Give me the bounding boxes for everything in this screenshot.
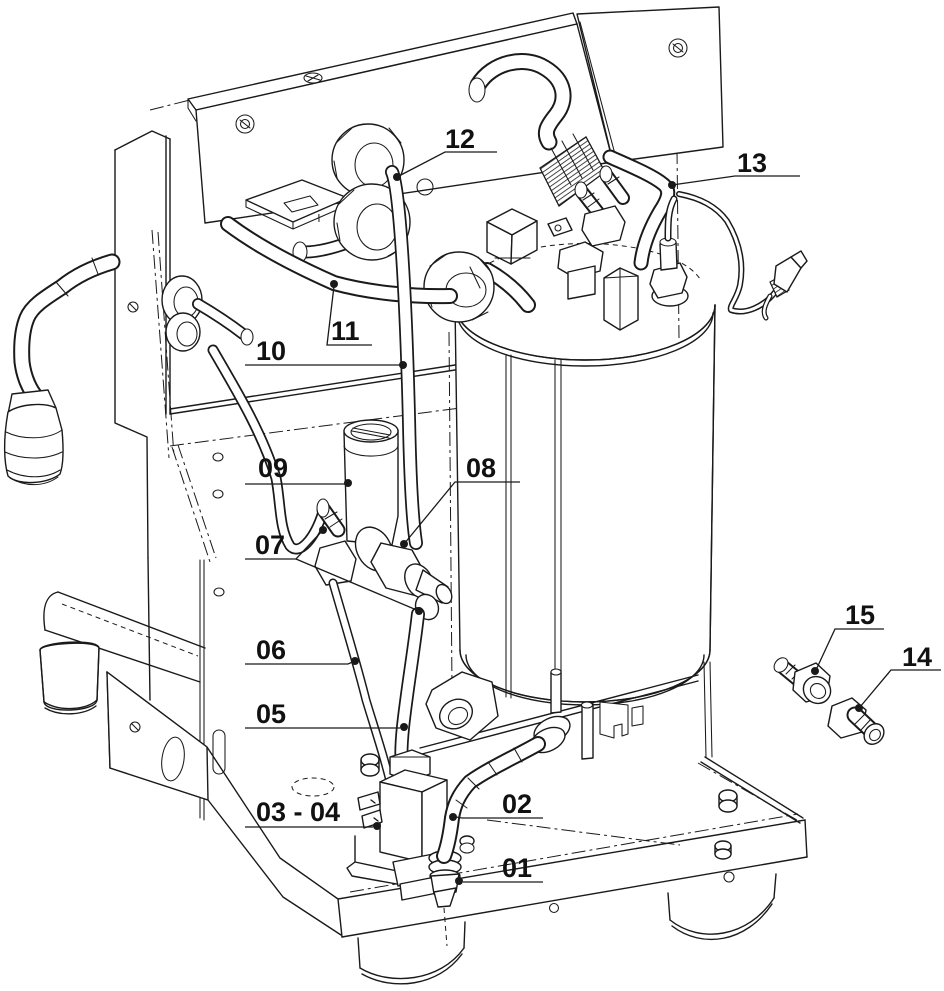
fitting-15: [773, 657, 832, 705]
svg-text:02: 02: [502, 789, 532, 819]
spade-connector-icon: [769, 250, 808, 298]
svg-text:13: 13: [737, 148, 767, 178]
callout-14: 14: [855, 642, 941, 712]
apron-plate: [106, 671, 209, 801]
base-bolts: [360, 753, 738, 860]
panel-slot: [212, 729, 226, 775]
bracket-hole: [416, 178, 434, 196]
svg-text:14: 14: [902, 642, 932, 672]
bracket-screw-right-icon: [668, 38, 688, 58]
base-plate: [39, 591, 808, 985]
element-bracket: [599, 701, 629, 739]
valve-cylinder-09: [343, 419, 399, 546]
boiler-top-fittings: [423, 53, 689, 331]
boiler-elbow-fitting: [423, 251, 536, 323]
svg-text:05: 05: [256, 699, 286, 729]
callout-01: 01: [455, 853, 543, 885]
callout-09: 09: [245, 453, 352, 487]
svg-text:03 - 04: 03 - 04: [256, 797, 340, 827]
callout-12: 12: [393, 124, 497, 181]
heating-element: [468, 53, 606, 207]
probe-fitting: [649, 237, 689, 307]
base-hole-hidden: [291, 777, 335, 797]
left-bulkhead-fittings: [161, 275, 254, 352]
callout-06: 06: [245, 635, 359, 665]
svg-text:06: 06: [256, 635, 286, 665]
callout-13: 13: [668, 148, 800, 189]
callouts: 12 13 11 10 09 08 07: [245, 124, 941, 885]
solenoid-tabs: [357, 791, 383, 829]
left-support-arm: [43, 591, 206, 683]
bracket-screw-top-icon: [303, 72, 323, 84]
callout-15: 15: [811, 600, 884, 675]
expansion-valve: [314, 498, 453, 621]
elbow-fitting-01: [428, 850, 462, 908]
callout-05: 05: [245, 699, 408, 731]
callout-03-04: 03 - 04: [245, 797, 381, 830]
svg-text:01: 01: [502, 853, 532, 883]
callout-11: 11: [326, 280, 372, 346]
probe-wire: [676, 191, 808, 321]
svg-text:09: 09: [258, 453, 288, 483]
callout-10: 10: [245, 336, 407, 369]
center-foot: [357, 921, 466, 985]
safety-valve: [547, 217, 604, 300]
wand-handle: [3, 403, 64, 486]
svg-text:07: 07: [255, 530, 285, 560]
svg-text:11: 11: [331, 316, 360, 346]
svg-text:10: 10: [256, 336, 286, 366]
apron-oval-hole: [161, 736, 185, 782]
top-bracket: [187, 6, 724, 224]
callout-02: 02: [449, 789, 543, 821]
square-plug: [486, 208, 538, 265]
left-foot: [39, 641, 100, 715]
callout-07: 07: [245, 526, 423, 615]
barb-fittings: [574, 165, 630, 247]
steam-wand: [3, 253, 121, 486]
svg-text:15: 15: [845, 600, 875, 630]
svg-text:08: 08: [466, 453, 496, 483]
right-foot: [667, 873, 777, 941]
callout-08: 08: [400, 453, 520, 548]
tall-hex-fitting: [603, 267, 639, 331]
svg-text:12: 12: [445, 124, 475, 154]
bracket-screw-left-icon: [235, 114, 255, 134]
flange-nut: [425, 671, 499, 741]
boiler: [454, 242, 716, 758]
